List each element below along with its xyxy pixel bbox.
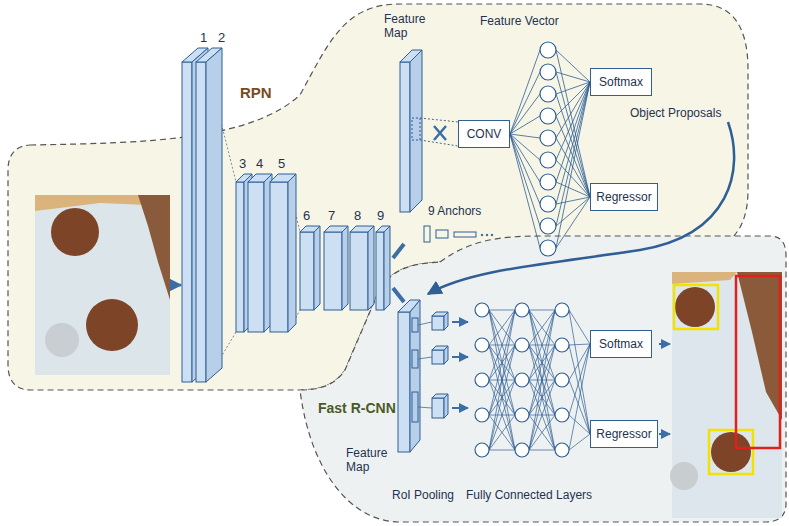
- part-label: Feature Map: [346, 446, 394, 474]
- part-label: 9 Anchors: [428, 204, 481, 218]
- layer-number: 7: [328, 208, 335, 224]
- layer-number: 1: [200, 30, 207, 46]
- branch-mark: [393, 244, 404, 258]
- box-label: Regressor: [596, 427, 651, 441]
- network-links: [510, 50, 590, 248]
- part-label: Object Proposals: [630, 106, 721, 120]
- neurons: [475, 303, 569, 457]
- part-label: Fully Connected Layers: [466, 488, 592, 502]
- box-label: Regressor: [596, 190, 651, 204]
- part-label: RoI Pooling: [392, 488, 454, 502]
- layer-number: 2: [218, 30, 225, 46]
- box-label: CONV: [467, 127, 502, 141]
- layer-number: 6: [303, 208, 310, 224]
- part-label: Feature Vector: [480, 14, 559, 28]
- input-image: [35, 195, 170, 375]
- network-output-box: Softmax: [590, 68, 652, 96]
- cross-mark: [434, 126, 446, 140]
- anchor-boxes: [424, 226, 493, 242]
- neurons: [540, 42, 556, 256]
- output-arrows: [659, 344, 670, 434]
- roi-links: [418, 322, 432, 408]
- sliding-window-lines: [420, 118, 458, 146]
- network-output-box: Softmax: [590, 330, 652, 358]
- network-output-box: Regressor: [590, 183, 658, 211]
- roi-pooled-cubes: [432, 312, 448, 418]
- feature-map-slab: [398, 300, 420, 452]
- network-links: [489, 310, 590, 450]
- branch-mark: [393, 288, 404, 302]
- box-label: Softmax: [599, 337, 643, 351]
- layer-number: 5: [278, 156, 285, 172]
- part-label: Fast R-CNN: [318, 400, 396, 417]
- layer-number: 8: [354, 208, 361, 224]
- layer-number: 9: [377, 208, 384, 224]
- network-output-box: CONV: [458, 120, 510, 148]
- output-image: [670, 272, 782, 518]
- feature-map-slab: [400, 50, 422, 212]
- pool-arrows: [452, 322, 468, 408]
- layer-number: 4: [256, 156, 263, 172]
- layer-number: 3: [239, 156, 246, 172]
- input-arrow: [171, 284, 181, 287]
- part-label: Feature Map: [384, 12, 434, 40]
- cnn-layers: [182, 48, 390, 382]
- box-label: Softmax: [599, 75, 643, 89]
- part-label: RPN: [240, 84, 272, 102]
- network-output-box: Regressor: [590, 420, 658, 448]
